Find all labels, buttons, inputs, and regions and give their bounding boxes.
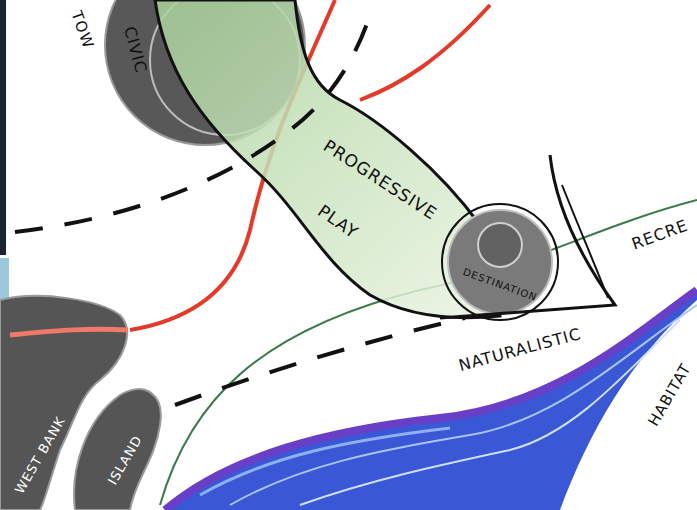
- zone-label: ISLAND: [106, 433, 144, 486]
- destination-area: [448, 210, 552, 314]
- red-route: [360, 5, 490, 100]
- zone-label: PLAY: [315, 202, 361, 242]
- destination-circle: DESTINATION: [448, 210, 552, 314]
- zone-label: PROGRESSIVE: [320, 137, 439, 223]
- civic-zone: CIVIC: [105, 0, 305, 145]
- map-label: NATURALISTIC: [457, 326, 583, 374]
- zone-label: DESTINATION: [461, 267, 538, 303]
- river-bank: [165, 290, 697, 510]
- zone-label: WEST BANK: [13, 414, 67, 495]
- edge-strip: [0, 0, 6, 255]
- destination-ring: [442, 204, 558, 320]
- map-label: HABITAT: [646, 361, 694, 429]
- river-stroke: [230, 305, 697, 505]
- river-stroke: [300, 320, 680, 505]
- map-label: RECRE: [630, 217, 691, 252]
- sketch-stroke: [562, 185, 608, 298]
- island-zone: ISLAND: [70, 380, 165, 510]
- sketch-stroke: [440, 155, 615, 318]
- dashed-line: [175, 318, 465, 405]
- river-stroke: [200, 428, 450, 495]
- river: [165, 290, 697, 510]
- dashed-line: [15, 15, 370, 232]
- map-label: TOW: [68, 9, 95, 51]
- destination-core: [478, 223, 522, 267]
- play-band: PROGRESSIVEPLAY: [160, 0, 500, 320]
- zone-label: CIVIC: [121, 25, 149, 75]
- island-area: [74, 389, 161, 510]
- red-route: [10, 329, 128, 335]
